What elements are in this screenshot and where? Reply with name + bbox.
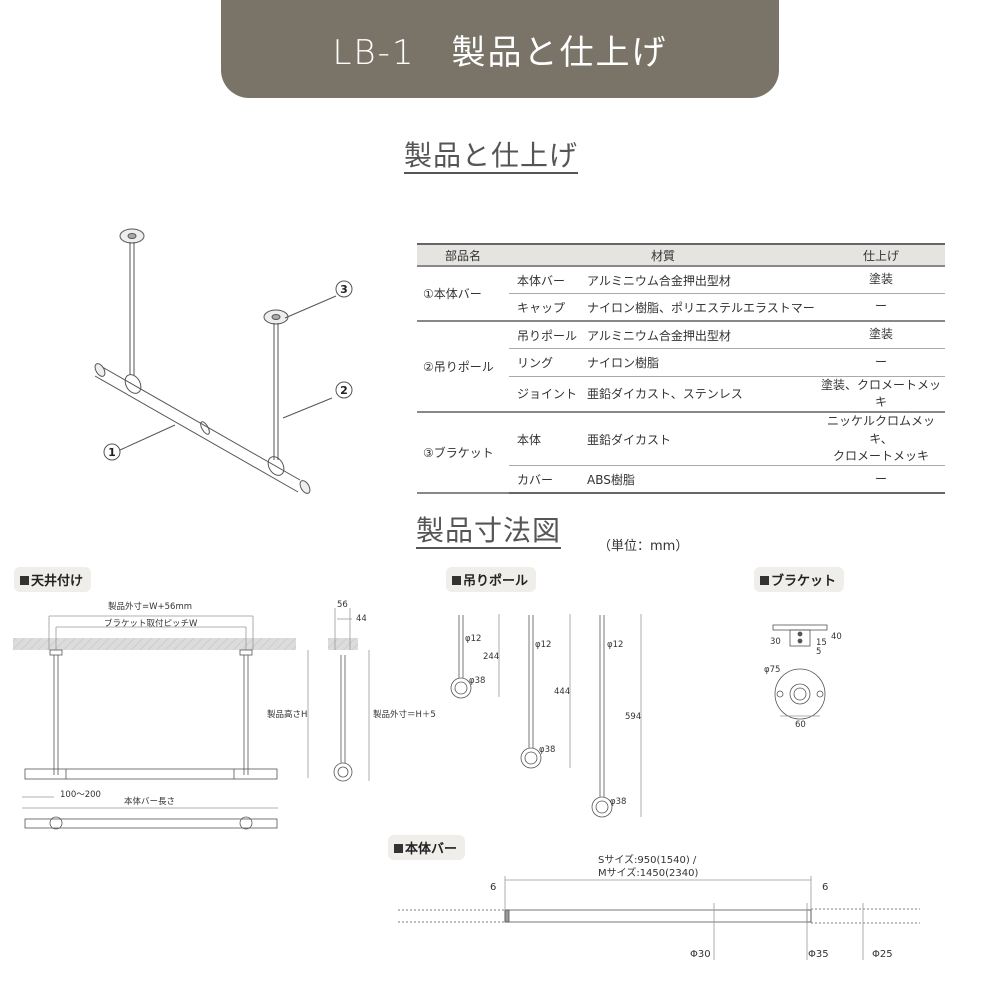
dim-inner-dia: Φ25 <box>872 949 893 960</box>
dim-bracket-total: 40 <box>831 632 842 642</box>
table-row: ①本体バー 本体バー アルミニウム合金押出型材 塗装 <box>417 266 945 322</box>
finish-cell: ー <box>817 293 945 322</box>
finish-cell: 塗装 <box>817 266 945 294</box>
svg-text:3: 3 <box>340 283 348 296</box>
section-title-dimensions: 製品寸法図 <box>416 514 562 550</box>
header-finish: 仕上げ <box>817 243 945 267</box>
table-row: リング ナイロン樹脂 ー <box>417 348 945 377</box>
part-cell: 本体 <box>509 412 581 467</box>
label-text: ブラケット <box>771 574 837 589</box>
dim-bracket-dia: φ75 <box>764 665 781 675</box>
group-name: ①本体バー <box>417 266 509 322</box>
main-bar-drawing <box>398 876 920 960</box>
section-title-finish: 製品と仕上げ <box>404 139 579 175</box>
dim-ring-dia: φ38 <box>539 745 556 755</box>
dim-rod-dia: φ12 <box>465 634 482 644</box>
dim-pole-length: 444 <box>554 687 571 697</box>
square-bullet-icon <box>452 576 461 585</box>
part-cell: 吊りポール <box>509 321 581 349</box>
square-bullet-icon <box>20 576 29 585</box>
dim-side-56: 56 <box>337 600 348 610</box>
material-cell: ナイロン樹脂 <box>581 348 817 377</box>
dim-pole-length: 244 <box>483 652 500 662</box>
product-isometric-illustration <box>94 228 353 494</box>
dim-outer-width: 製品外寸=W+56mm <box>108 602 193 612</box>
svg-text:1: 1 <box>108 446 116 459</box>
material-cell: ナイロン樹脂、ポリエステルエラストマー <box>581 293 817 322</box>
title-banner: LB-1 製品と仕上げ <box>221 0 779 98</box>
finish-cell: 塗装 <box>817 321 945 349</box>
dim-bar-length: 本体バー長さ <box>124 797 176 807</box>
svg-text:2: 2 <box>340 384 348 397</box>
group-name: ③ブラケット <box>417 412 509 495</box>
table-row: ジョイント 亜鉛ダイカスト、ステンレス 塗装、クロメートメッキ <box>417 376 945 414</box>
header-part-name: 部品名 <box>417 243 509 267</box>
table-row: カバー ABS樹脂 ー <box>417 465 945 495</box>
dim-side-height: 製品外寸＝H＋5 <box>373 710 436 720</box>
dim-side-44: 44 <box>356 614 367 624</box>
label-text: 本体バー <box>405 842 458 857</box>
dim-rod-dia: φ12 <box>535 640 552 650</box>
material-cell: アルミニウム合金押出型材 <box>581 266 817 294</box>
table-row: ②吊りポール 吊りポール アルミニウム合金押出型材 塗装 <box>417 321 945 414</box>
label-main-bar: 本体バー <box>388 835 466 860</box>
finish-line-1: ニッケルクロムメッキ、 <box>826 414 935 446</box>
dim-size-s: Sサイズ:950(1540) / <box>598 855 697 866</box>
label-bracket: ブラケット <box>754 567 845 592</box>
dim-offset: 100〜200 <box>60 790 101 800</box>
table-row: ③ブラケット 本体 亜鉛ダイカスト ニッケルクロムメッキ、 クロメートメッキ <box>417 412 945 495</box>
material-cell: 亜鉛ダイカスト <box>581 412 817 467</box>
dim-joint-dia: Φ35 <box>808 949 829 960</box>
label-hanging-pole: 吊りポール <box>446 567 537 592</box>
square-bullet-icon <box>394 844 403 853</box>
material-cell: ABS樹脂 <box>581 465 817 495</box>
spec-table: 部品名 材質 仕上げ ①本体バー 本体バー アルミニウム合金押出型材 塗装 キャ… <box>417 243 945 495</box>
dim-end-left: 6 <box>490 882 497 893</box>
finish-cell: 塗装、クロメートメッキ <box>817 376 945 414</box>
label-ceiling-mount: 天井付け <box>14 567 92 592</box>
page-title: LB-1 製品と仕上げ <box>332 32 668 73</box>
dim-rod-dia: φ12 <box>607 640 624 650</box>
dim-ring-dia: φ38 <box>469 676 486 686</box>
ceiling-mount-side-drawing <box>328 608 370 782</box>
material-cell: アルミニウム合金押出型材 <box>581 321 817 349</box>
part-cell: キャップ <box>509 293 581 322</box>
finish-cell: ニッケルクロムメッキ、 クロメートメッキ <box>817 412 945 467</box>
unit-note: （単位：mm） <box>598 539 689 554</box>
dim-bar-dia: Φ30 <box>690 949 711 960</box>
finish-cell: ー <box>817 348 945 377</box>
label-text: 吊りポール <box>463 574 529 589</box>
table-header-row: 部品名 材質 仕上げ <box>417 243 945 267</box>
dim-bracket-body: 30 <box>770 637 781 647</box>
dim-bracket-pitch: ブラケット取付ピッチW <box>104 619 198 629</box>
dim-ring-dia: φ38 <box>610 797 627 807</box>
finish-cell: ー <box>817 465 945 495</box>
material-cell: 亜鉛ダイカスト、ステンレス <box>581 376 817 414</box>
part-cell: カバー <box>509 465 581 495</box>
label-text: 天井付け <box>31 574 84 589</box>
dim-hole-span: 60 <box>795 720 806 730</box>
dim-end-right: 6 <box>822 882 829 893</box>
table-row: キャップ ナイロン樹脂、ポリエステルエラストマー ー <box>417 293 945 322</box>
dim-hole-offset: 5 <box>816 647 822 657</box>
dim-hole-pitch: 15 <box>816 638 827 648</box>
finish-line-2: クロメートメッキ <box>832 449 929 464</box>
dim-size-m: Mサイズ:1450(2340) <box>598 868 699 879</box>
dim-height: 製品高さH <box>267 710 308 720</box>
part-cell: ジョイント <box>509 376 581 414</box>
part-cell: 本体バー <box>509 266 581 294</box>
square-bullet-icon <box>760 576 769 585</box>
dim-pole-length: 594 <box>625 712 642 722</box>
group-name: ②吊りポール <box>417 321 509 414</box>
part-cell: リング <box>509 348 581 377</box>
header-material: 材質 <box>509 243 817 267</box>
